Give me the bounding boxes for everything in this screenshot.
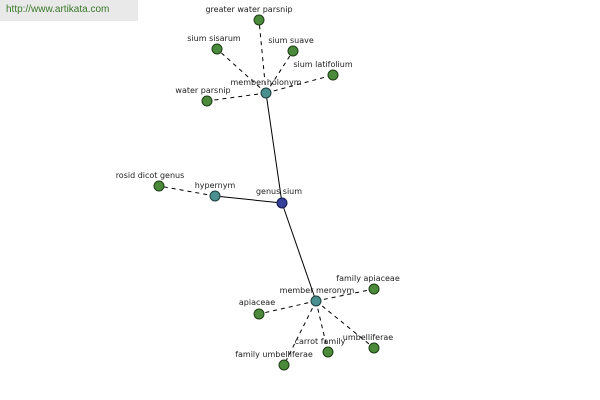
edge-center-member-holonym <box>265 92 283 204</box>
node-member-meronym-dot[interactable] <box>310 295 322 307</box>
node-member-holonym-label: member holonym <box>230 78 301 87</box>
node-family-apiaceae-dot[interactable] <box>368 283 380 295</box>
node-center-label: genus sium <box>256 187 302 196</box>
node-center[interactable]: genus sium <box>256 187 302 209</box>
node-family-umbelliferae-label: family umbelliferae <box>235 350 313 359</box>
node-sium-suave-dot[interactable] <box>287 45 299 57</box>
site-url-link[interactable]: http://www.artikata.com <box>6 4 110 15</box>
node-carrot-family-label: carrot family <box>295 337 346 346</box>
node-water-parsnip-dot[interactable] <box>201 95 213 107</box>
node-hypernym-dot[interactable] <box>209 190 221 202</box>
node-water-parsnip[interactable]: water parsnip <box>175 86 231 107</box>
node-umbelliferae-label: umbelliferae <box>343 333 393 342</box>
edge-center-member-meronym <box>281 202 317 302</box>
node-family-apiaceae-label: family apiaceae <box>336 274 400 283</box>
edge-holonym-sium-suave <box>265 50 294 94</box>
edge-meronym-carrot-family <box>315 300 329 353</box>
node-greater-water-parsnip-label: greater water parsnip <box>205 5 292 14</box>
node-member-meronym-label: member meronym <box>280 286 355 295</box>
node-apiaceae-dot[interactable] <box>253 308 265 320</box>
node-hypernym[interactable]: hypernym <box>195 181 236 202</box>
edge-holonym-water-parsnip <box>206 92 267 102</box>
node-carrot-family[interactable]: carrot family <box>295 337 346 358</box>
node-center-dot[interactable] <box>276 197 288 209</box>
node-sium-latifolium-dot[interactable] <box>327 69 339 81</box>
node-sium-sisarum-label: sium sisarum <box>187 34 241 43</box>
node-apiaceae[interactable]: apiaceae <box>239 298 275 320</box>
node-greater-water-parsnip-dot[interactable] <box>253 14 265 26</box>
node-greater-water-parsnip[interactable]: greater water parsnip <box>205 5 293 26</box>
node-rosid-dicot-genus-label: rosid dicot genus <box>116 171 185 180</box>
edge-hypernym-rosid-dicot-genus <box>158 185 216 197</box>
node-family-umbelliferae-dot[interactable] <box>278 359 290 371</box>
node-carrot-family-dot[interactable] <box>322 346 334 358</box>
node-water-parsnip-label: water parsnip <box>175 86 230 95</box>
node-sium-suave-label: sium suave <box>268 36 314 45</box>
node-member-holonym-dot[interactable] <box>260 87 272 99</box>
node-hypernym-label: hypernym <box>195 181 236 190</box>
node-rosid-dicot-genus-dot[interactable] <box>153 180 165 192</box>
node-sium-suave[interactable]: sium suave <box>268 36 314 57</box>
node-sium-sisarum-dot[interactable] <box>211 43 223 55</box>
edge-holonym-sium-latifolium <box>265 74 334 94</box>
edge-meronym-family-umbelliferae <box>283 300 317 366</box>
edge-holonym-sium-sisarum <box>216 48 267 94</box>
node-family-apiaceae[interactable]: family apiaceae <box>336 274 400 295</box>
edge-center-hypernym <box>214 195 283 204</box>
node-rosid-dicot-genus[interactable]: rosid dicot genus <box>116 171 185 192</box>
node-family-umbelliferae[interactable]: family umbelliferae <box>235 350 313 371</box>
site-url-banner: http://www.artikata.com <box>0 0 138 21</box>
node-sium-latifolium-label: sium latifolium <box>293 60 353 69</box>
node-apiaceae-label: apiaceae <box>239 298 275 307</box>
node-sium-sisarum[interactable]: sium sisarum <box>187 34 241 55</box>
node-member-holonym[interactable]: member holonym <box>230 78 302 99</box>
edge-meronym-family-apiaceae <box>315 288 375 302</box>
node-member-meronym[interactable]: member meronym <box>280 286 355 307</box>
edge-meronym-apiaceae <box>258 300 317 315</box>
node-sium-latifolium[interactable]: sium latifolium <box>293 60 353 81</box>
node-umbelliferae[interactable]: umbelliferae <box>343 333 393 354</box>
node-umbelliferae-dot[interactable] <box>368 342 380 354</box>
